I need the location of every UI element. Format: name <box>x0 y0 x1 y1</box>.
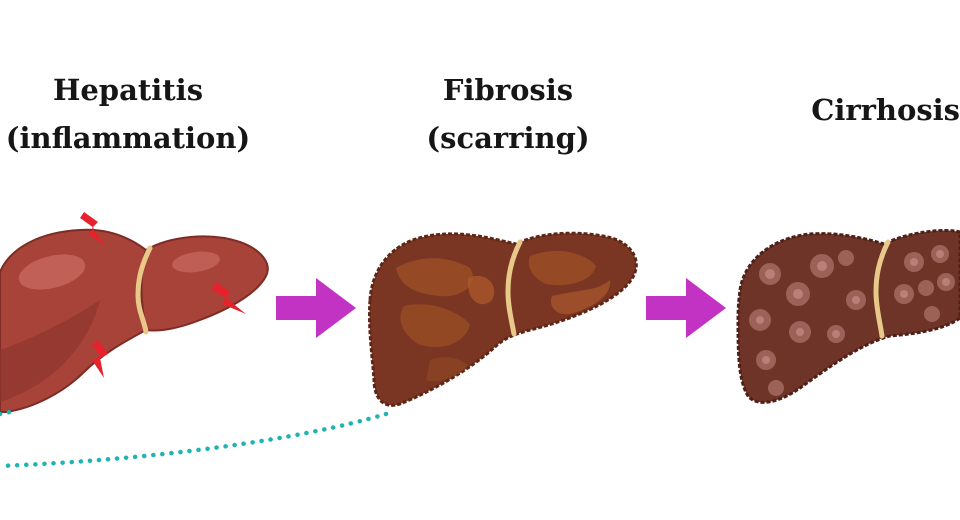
pain-mark-icon <box>80 212 106 246</box>
hepatitis-liver-highlight-right <box>172 251 220 273</box>
cirrhosis-liver-ligament <box>873 239 891 339</box>
stage-subtitle-fibrosis: (scarring) <box>426 121 590 155</box>
stage-name-fibrosis: Fibrosis <box>442 73 574 107</box>
hepatitis-liver-shadow <box>0 300 100 402</box>
pain-mark-icon <box>92 340 108 378</box>
fibrosis-liver <box>367 231 638 407</box>
hepatitis-liver <box>0 228 269 413</box>
cirrhosis-liver-outline <box>736 229 960 404</box>
stage-name-cirrhosis: Cirrhosis <box>811 93 960 127</box>
dotted-connector-line <box>0 411 389 469</box>
fibrosis-scar-patches <box>396 251 611 382</box>
stage-subtitle-hepatitis: (inflammation) <box>5 121 251 155</box>
stage-title-hepatitis: Hepatitis (inflammation) <box>0 66 256 162</box>
progression-arrow-icon <box>276 278 356 338</box>
cirrhosis-nodules <box>749 245 955 396</box>
fibrosis-liver-ligament <box>505 239 523 337</box>
hepatitis-liver-highlight <box>18 254 86 290</box>
cirrhosis-liver <box>736 229 960 404</box>
stage-title-fibrosis: Fibrosis (scarring) <box>378 66 638 162</box>
hepatitis-liver-ligament <box>135 245 153 335</box>
stage-name-hepatitis: Hepatitis <box>52 73 204 107</box>
hepatitis-liver-right-lobe <box>140 235 269 332</box>
stage-title-cirrhosis: Cirrhosis <box>774 86 960 134</box>
pain-mark-icon <box>212 282 246 314</box>
dotted-connector-line-short <box>0 409 13 417</box>
progression-arrow-icon <box>646 278 726 338</box>
